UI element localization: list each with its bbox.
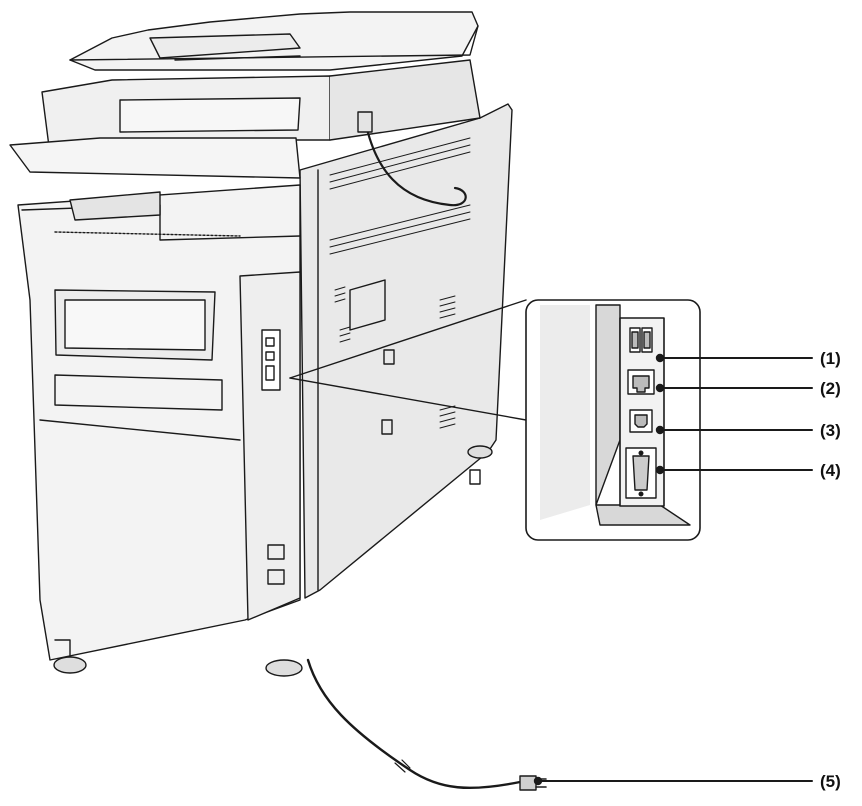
callout-label-3: (3): [820, 421, 841, 440]
side-screw: [381, 419, 393, 435]
callout-label-2: (2): [820, 379, 841, 398]
usb-a-port-icon: [629, 327, 653, 353]
callout-label-5: (5): [820, 772, 841, 791]
caster: [467, 445, 493, 459]
caster: [265, 659, 303, 677]
scanner-cable: [363, 118, 467, 207]
side-panel-plate: [349, 279, 386, 331]
side-vents: [329, 137, 471, 429]
leader-lines: [533, 353, 813, 786]
printer-illustration: [9, 11, 547, 791]
lan-port-icon: [627, 369, 655, 395]
side-panel: [299, 103, 513, 599]
callout-label-1: (1): [820, 349, 841, 368]
power-cord: [306, 658, 522, 790]
usb-b-port-icon: [629, 409, 653, 433]
callout-label-4: (4): [820, 461, 841, 480]
side-screw: [383, 349, 395, 365]
caster: [53, 656, 87, 674]
serial-port-icon: [625, 447, 657, 499]
rear-panel: [239, 271, 301, 621]
output-tray: [9, 137, 301, 179]
power-plug-icon: [519, 775, 537, 791]
